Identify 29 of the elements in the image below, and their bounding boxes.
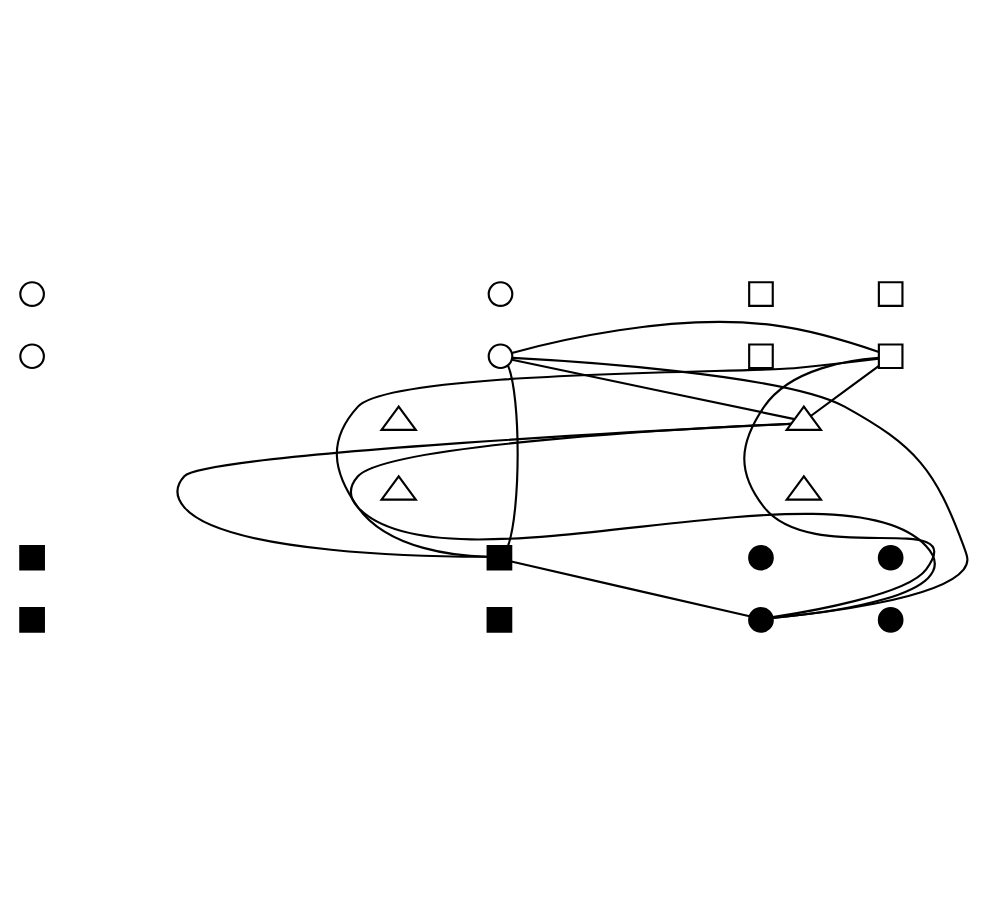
node-box	[748, 280, 774, 306]
connector	[511, 559, 750, 617]
node-circle	[877, 606, 904, 632]
node-circle	[748, 543, 774, 570]
node-box	[877, 280, 904, 306]
node-circle	[877, 543, 904, 570]
node-circle	[748, 606, 774, 632]
connector	[511, 319, 880, 353]
connector	[336, 356, 879, 557]
connector	[512, 355, 969, 618]
node-triangle	[379, 403, 418, 430]
connector	[743, 355, 935, 618]
node-box	[19, 543, 45, 570]
node-box	[486, 543, 513, 570]
node-box	[486, 606, 513, 632]
connector	[506, 364, 519, 546]
connector	[511, 357, 795, 420]
node-circle	[19, 280, 45, 306]
node-triangle	[379, 473, 418, 500]
node-circle	[19, 342, 45, 369]
connector	[351, 421, 935, 618]
node-triangle	[784, 403, 824, 430]
node-circle	[487, 342, 514, 369]
connector	[810, 364, 880, 416]
node-box	[19, 606, 45, 632]
node-box	[877, 342, 904, 369]
node-box	[748, 342, 774, 369]
node-triangle	[784, 473, 824, 500]
node-circle	[487, 280, 514, 306]
